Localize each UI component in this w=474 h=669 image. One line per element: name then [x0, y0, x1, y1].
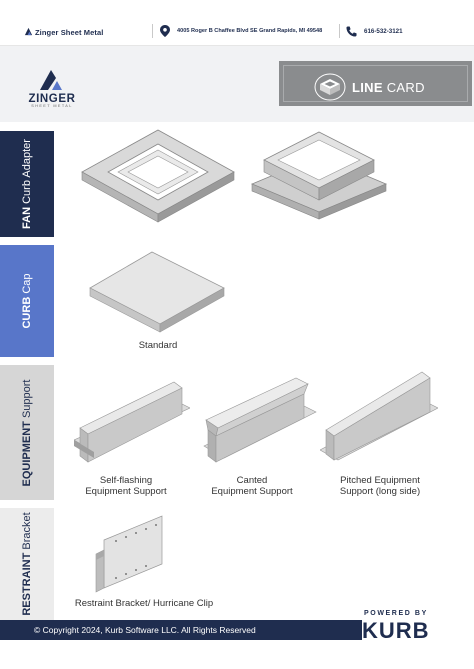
fan-curb-adapter-open-image [81, 129, 235, 223]
section-label-rest: Curb Adapter [21, 139, 33, 207]
section-label-fan: FAN Curb Adapter [21, 139, 33, 229]
caption-line: Support (long side) [339, 486, 421, 497]
caption-line: Equipment Support [211, 486, 293, 497]
location-pin-icon [160, 25, 170, 37]
copyright-text: © Copyright 2024, Kurb Software LLC. All… [34, 625, 256, 635]
brand-name-small: Zinger Sheet Metal [24, 27, 103, 37]
section-label-rest: Support [21, 379, 33, 421]
caption-curb-cap-standard: Standard [138, 340, 178, 351]
divider [152, 24, 153, 38]
section-band-curb-cap: CURB Cap [0, 245, 54, 357]
section-label-rest: Bracket [21, 512, 33, 553]
caption-line: Self-flashing [99, 475, 153, 486]
phone-text: 616-532-3121 [364, 28, 403, 35]
line-card-title-rest: CARD [382, 80, 425, 95]
section-label-restraint: RESTRAINT Bracket [21, 512, 33, 615]
logo-text: ZINGER [28, 93, 76, 105]
contact-bar [0, 0, 474, 46]
section-band-restraint-bracket: RESTRAINT Bracket [0, 508, 54, 620]
section-label-bold: FAN [21, 206, 33, 229]
section-label-curb: CURB Cap [21, 273, 33, 328]
section-band-equipment-support: EQUIPMENT Support [0, 365, 54, 500]
divider [339, 24, 340, 38]
section-label-rest: Cap [21, 273, 33, 297]
fan-curb-adapter-flanged-image [250, 131, 388, 220]
curb-cap-standard-image [89, 251, 225, 333]
logo-subtext: SHEET METAL [31, 104, 73, 108]
line-card-title-bold: LINE [352, 80, 383, 95]
pitched-equipment-support-image [320, 371, 438, 461]
zinger-mini-logo-icon [24, 27, 33, 36]
kurb-logo-text: KURB [362, 618, 430, 643]
powered-by-text: POWERED BY [364, 610, 428, 617]
phone-icon [346, 26, 357, 37]
section-label-bold: CURB [21, 296, 33, 329]
line-card-frame: LINE CARD [283, 65, 468, 102]
line-card-badge: LINE CARD [279, 61, 472, 106]
brand-name-text: Zinger Sheet Metal [35, 28, 104, 37]
section-label-bold: EQUIPMENT [21, 420, 33, 486]
section-label-equipment: EQUIPMENT Support [21, 379, 33, 486]
caption-line: Pitched Equipment [340, 475, 420, 486]
caption-restraint-bracket-hurricane-clip: Restraint Bracket/ Hurricane Clip [74, 598, 214, 609]
caption-line: Canted [236, 475, 268, 486]
address-text: 4005 Roger B Chaffee Blvd SE Grand Rapid… [177, 28, 323, 34]
canted-equipment-support-image [203, 377, 317, 463]
zinger-logo-icon [40, 70, 62, 90]
section-label-bold: RESTRAINT [21, 552, 33, 616]
footer-bar [0, 620, 362, 640]
curb-cube-icon [314, 73, 346, 101]
section-band-fan-curb-adapter: FAN Curb Adapter [0, 131, 54, 237]
line-card-title: LINE CARD [352, 80, 425, 95]
restraint-bracket-hurricane-clip-image [95, 515, 163, 593]
caption-line: Equipment Support [85, 486, 167, 497]
self-flashing-equipment-support-image [74, 381, 190, 463]
